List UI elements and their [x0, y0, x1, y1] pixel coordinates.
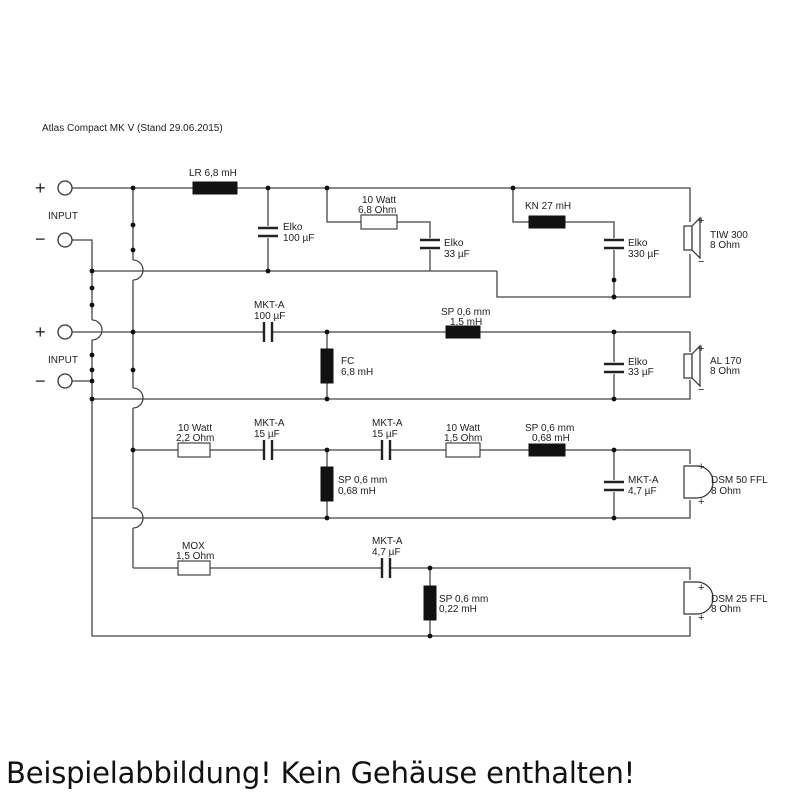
capacitor-mkt-a-100: MKT-A 100 µF	[254, 300, 285, 342]
inductor-sp-1-5: SP 0,6 mm 1,5 mH	[441, 307, 490, 339]
input-2: + INPUT −	[35, 322, 78, 391]
inductor-kn-27: KN 27 mH	[525, 201, 571, 229]
speaker-dsm-25-ffl: + + DSM 25 FFL 8 Ohm	[683, 581, 768, 624]
capacitor-mkt-a-4-7-b: MKT-A 4,7 µF	[372, 536, 403, 578]
input-1-label: INPUT	[48, 211, 78, 222]
svg-text:8 Ohm: 8 Ohm	[711, 604, 741, 615]
capacitor-elko-100: Elko 100 µF	[258, 222, 314, 244]
svg-text:Elko: Elko	[628, 357, 648, 368]
speaker-al-170: + − AL 170 8 Ohm	[683, 343, 742, 396]
svg-text:SP 0,6 mm: SP 0,6 mm	[525, 423, 574, 434]
svg-text:15 µF: 15 µF	[372, 429, 398, 440]
svg-text:1,5 Ohm: 1,5 Ohm	[444, 433, 482, 444]
svg-text:330 µF: 330 µF	[628, 249, 659, 260]
inductor-fc-6-8: FC 6,8 mH	[320, 348, 373, 384]
svg-text:KN 27 mH: KN 27 mH	[525, 201, 571, 212]
svg-text:SP 0,6 mm: SP 0,6 mm	[441, 307, 490, 318]
svg-text:10 Watt: 10 Watt	[446, 423, 480, 434]
resistor-1-5-ohm: 10 Watt 1,5 Ohm	[444, 423, 482, 458]
svg-text:6,8 Ohm: 6,8 Ohm	[358, 205, 396, 216]
svg-text:LR 6,8 mH: LR 6,8 mH	[189, 168, 237, 179]
capacitor-mkt-a-4-7-a: MKT-A 4,7 µF	[604, 475, 659, 497]
svg-text:0,68 mH: 0,68 mH	[338, 486, 376, 497]
svg-text:0,68 mH: 0,68 mH	[532, 433, 570, 444]
input-1: + INPUT −	[35, 178, 78, 249]
svg-text:Elko: Elko	[283, 222, 303, 233]
svg-text:Elko: Elko	[628, 238, 648, 249]
svg-text:DSM 50 FFL: DSM 50 FFL	[711, 475, 768, 486]
svg-text:0,22 mH: 0,22 mH	[439, 604, 477, 615]
input-1-plus: +	[35, 178, 46, 198]
speaker-tiw-minus: −	[698, 256, 704, 268]
svg-text:TIW 300: TIW 300	[710, 230, 748, 241]
input-2-label: INPUT	[48, 355, 78, 366]
speaker-dsm25-plus: +	[698, 582, 704, 594]
wires	[72, 187, 691, 637]
svg-text:100 µF: 100 µF	[254, 311, 285, 322]
svg-text:Elko: Elko	[444, 238, 464, 249]
capacitor-elko-330: Elko 330 µF	[604, 238, 659, 260]
speaker-tiw-300: + − TIW 300 8 Ohm	[683, 215, 748, 268]
svg-text:15 µF: 15 µF	[254, 429, 280, 440]
schematic-title: Atlas Compact MK V (Stand 29.06.2015)	[42, 123, 223, 134]
svg-text:MKT-A: MKT-A	[372, 536, 403, 547]
svg-text:2,2 Ohm: 2,2 Ohm	[176, 433, 214, 444]
svg-text:MKT-A: MKT-A	[254, 418, 285, 429]
svg-text:MOX: MOX	[182, 541, 205, 552]
svg-text:SP 0,6 mm: SP 0,6 mm	[338, 475, 387, 486]
capacitor-elko-33-b: Elko 33 µF	[604, 357, 654, 378]
input-2-plus-terminal	[57, 324, 73, 340]
svg-text:33 µF: 33 µF	[628, 367, 654, 378]
speaker-tiw-plus: +	[698, 215, 704, 227]
svg-text:SP 0,6 mm: SP 0,6 mm	[439, 594, 488, 605]
svg-text:8 Ohm: 8 Ohm	[711, 486, 741, 497]
resistor-mox-1-5: MOX 1,5 Ohm	[176, 541, 214, 576]
resistor-6-8-ohm: 10 Watt 6,8 Ohm	[358, 195, 398, 230]
svg-text:1,5 Ohm: 1,5 Ohm	[176, 551, 214, 562]
speaker-dsm-50-ffl: + + DSM 50 FFL 8 Ohm	[683, 461, 768, 508]
svg-text:DSM 25 FFL: DSM 25 FFL	[711, 594, 768, 605]
speaker-dsm25-minus: +	[698, 612, 704, 624]
svg-text:6,8 mH: 6,8 mH	[341, 367, 373, 378]
svg-text:8 Ohm: 8 Ohm	[710, 240, 740, 251]
svg-text:10 Watt: 10 Watt	[178, 423, 212, 434]
input-1-plus-terminal	[57, 180, 73, 196]
inductor-sp-0-22: SP 0,6 mm 0,22 mH	[423, 585, 488, 621]
capacitor-elko-33-a: Elko 33 µF	[420, 238, 470, 260]
caption-text: Beispielabbildung! Kein Gehäuse enthalte…	[6, 756, 636, 790]
speaker-dsm50-plus: +	[698, 461, 704, 473]
inductor-sp-0-68-b: SP 0,6 mm 0,68 mH	[320, 466, 387, 502]
input-1-minus: −	[35, 229, 46, 249]
capacitor-mkt-a-15-a: MKT-A 15 µF	[254, 418, 285, 460]
speaker-al-plus: +	[698, 343, 704, 355]
speaker-al-minus: −	[698, 384, 704, 396]
svg-text:33 µF: 33 µF	[444, 249, 470, 260]
input-2-minus-terminal	[57, 373, 73, 389]
svg-text:FC: FC	[341, 356, 354, 367]
svg-text:1,5 mH: 1,5 mH	[450, 317, 482, 328]
svg-text:8 Ohm: 8 Ohm	[710, 366, 740, 377]
input-2-minus: −	[35, 371, 46, 391]
svg-text:MKT-A: MKT-A	[254, 300, 285, 311]
resistor-2-2-ohm: 10 Watt 2,2 Ohm	[176, 423, 214, 458]
svg-text:100 µF: 100 µF	[283, 233, 314, 244]
speaker-dsm50-minus: +	[698, 496, 704, 508]
svg-text:10 Watt: 10 Watt	[362, 195, 396, 206]
input-1-minus-terminal	[57, 232, 73, 248]
svg-text:MKT-A: MKT-A	[628, 475, 659, 486]
svg-text:4,7 µF: 4,7 µF	[372, 547, 401, 558]
inductor-sp-0-68-a: SP 0,6 mm 0,68 mH	[525, 423, 574, 457]
input-2-plus: +	[35, 322, 46, 342]
capacitor-mkt-a-15-b: MKT-A 15 µF	[372, 418, 403, 460]
svg-text:4,7 µF: 4,7 µF	[628, 486, 657, 497]
junction-dots	[89, 185, 617, 639]
svg-text:AL 170: AL 170	[710, 356, 742, 367]
svg-text:MKT-A: MKT-A	[372, 418, 403, 429]
inductor-lr: LR 6,8 mH	[189, 168, 238, 195]
